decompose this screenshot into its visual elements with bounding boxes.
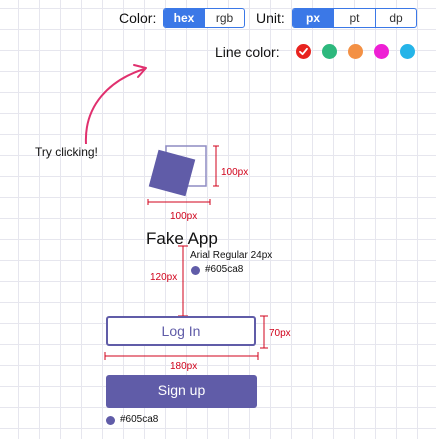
- color-format-hex-option[interactable]: hex: [164, 9, 204, 27]
- login-height-label: 70px: [269, 328, 291, 339]
- app-title[interactable]: Fake App: [146, 229, 218, 248]
- icon-width-label: 100px: [170, 211, 198, 222]
- line-color-label: Line color:: [215, 44, 280, 60]
- login-button[interactable]: Log In: [106, 316, 256, 346]
- unit-toggle: px pt dp: [292, 8, 417, 28]
- line-color-swatch-orange[interactable]: [348, 44, 363, 59]
- app-icon-square: [148, 149, 196, 197]
- login-height-measurement: [260, 315, 268, 349]
- title-font-info: Arial Regular 24px: [190, 250, 273, 261]
- color-format-rgb-option[interactable]: rgb: [204, 9, 244, 27]
- checkmark-icon: [299, 47, 308, 56]
- unit-px-option[interactable]: px: [293, 9, 333, 27]
- title-color-value: #605ca8: [205, 264, 244, 275]
- line-color-swatch-green[interactable]: [322, 44, 337, 59]
- hint-text: Try clicking!: [35, 145, 98, 159]
- hint-arrow-icon: [84, 64, 147, 145]
- line-color-swatch-blue[interactable]: [400, 44, 415, 59]
- login-width-label: 180px: [170, 361, 198, 372]
- signup-color-value: #605ca8: [120, 414, 159, 425]
- login-width-measurement: [104, 352, 259, 360]
- title-gap-label: 120px: [150, 272, 178, 283]
- signup-color-dot: [106, 416, 115, 425]
- icon-height-label: 100px: [221, 167, 249, 178]
- line-color-swatch-red[interactable]: [296, 44, 311, 59]
- title-color-dot: [191, 266, 200, 275]
- app-icon-measurement: [147, 145, 219, 205]
- line-color-swatch-magenta[interactable]: [374, 44, 389, 59]
- unit-pt-option[interactable]: pt: [333, 9, 375, 27]
- title-gap-measurement: [178, 245, 188, 317]
- unit-label: Unit:: [256, 10, 285, 26]
- color-format-label: Color:: [119, 10, 157, 26]
- unit-dp-option[interactable]: dp: [375, 9, 416, 27]
- color-format-toggle: hex rgb: [163, 8, 245, 28]
- signup-button[interactable]: Sign up: [106, 375, 257, 408]
